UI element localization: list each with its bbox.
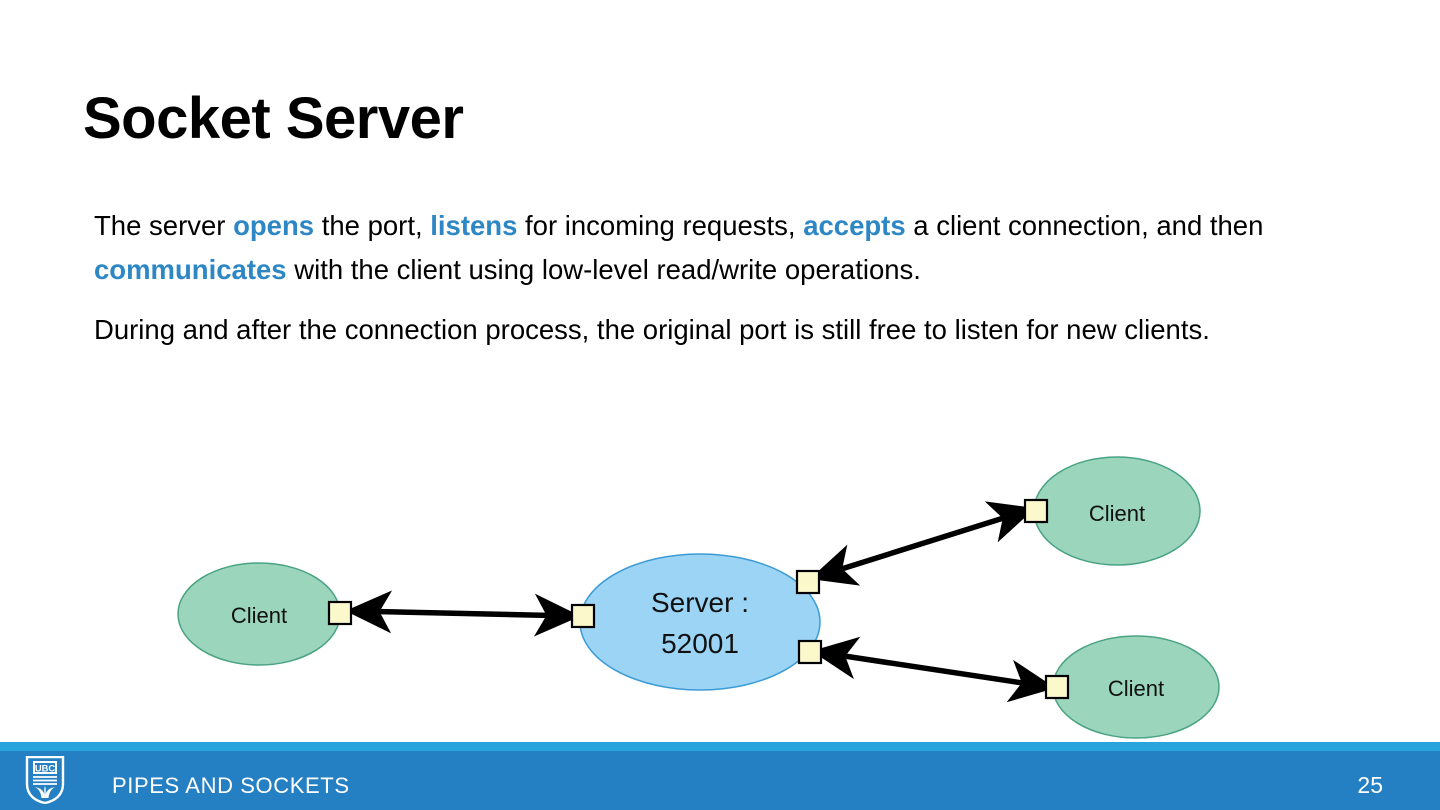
connection-lines — [345, 501, 1056, 703]
ubc-logo-icon: UBC — [25, 755, 65, 805]
socket-server-diagram: Client Server : 52001 Client — [0, 430, 1440, 750]
node-client-bottom-right[interactable]: Client — [1044, 635, 1220, 739]
svg-text:UBC: UBC — [35, 762, 56, 773]
server-label-line2: 52001 — [661, 628, 739, 659]
server-port-left[interactable] — [570, 603, 596, 629]
node-client-top-right[interactable]: Client — [1023, 456, 1201, 566]
footer-section-title: PIPES AND SOCKETS — [112, 773, 350, 798]
client-left-port[interactable] — [327, 600, 353, 626]
footer-page-number: 25 — [1357, 772, 1383, 798]
keyword-accepts: accepts — [803, 210, 906, 241]
connection-server-client-bottom-right — [811, 636, 1056, 703]
node-server[interactable]: Server : 52001 — [570, 553, 823, 691]
text-run: with the client using low-level read/wri… — [286, 254, 921, 285]
connection-server-client-top-right — [809, 501, 1036, 586]
text-run: During and after the connection process,… — [94, 314, 1210, 345]
paragraph-2: During and after the connection process,… — [94, 308, 1294, 352]
keyword-listens: listens — [430, 210, 518, 241]
text-run: the port, — [314, 210, 431, 241]
client-bottom-right-label: Client — [1108, 676, 1164, 701]
server-label-line1: Server : — [651, 587, 749, 618]
footer-bar — [0, 751, 1440, 810]
footer-accent-strip — [0, 742, 1440, 751]
client-bottom-right-port[interactable] — [1044, 674, 1070, 700]
node-client-left[interactable]: Client — [177, 562, 353, 666]
text-run: The server — [94, 210, 234, 241]
keyword-opens: opens — [233, 210, 315, 241]
server-port-upper-right[interactable] — [795, 569, 821, 595]
keyword-communicates: communicates — [94, 254, 287, 285]
client-left-label: Client — [231, 603, 287, 628]
text-run: a client connection, and then — [905, 210, 1264, 241]
text-run: for incoming requests, — [517, 210, 804, 241]
client-top-right-label: Client — [1089, 501, 1145, 526]
server-port-lower-right[interactable] — [797, 639, 823, 665]
body-text-block: The server opens the port, listens for i… — [94, 204, 1324, 368]
connection-server-client-left — [345, 590, 581, 637]
server-ellipse — [579, 553, 821, 691]
page-title: Socket Server — [83, 86, 464, 151]
paragraph-1: The server opens the port, listens for i… — [94, 204, 1279, 292]
client-top-right-port[interactable] — [1023, 498, 1049, 524]
